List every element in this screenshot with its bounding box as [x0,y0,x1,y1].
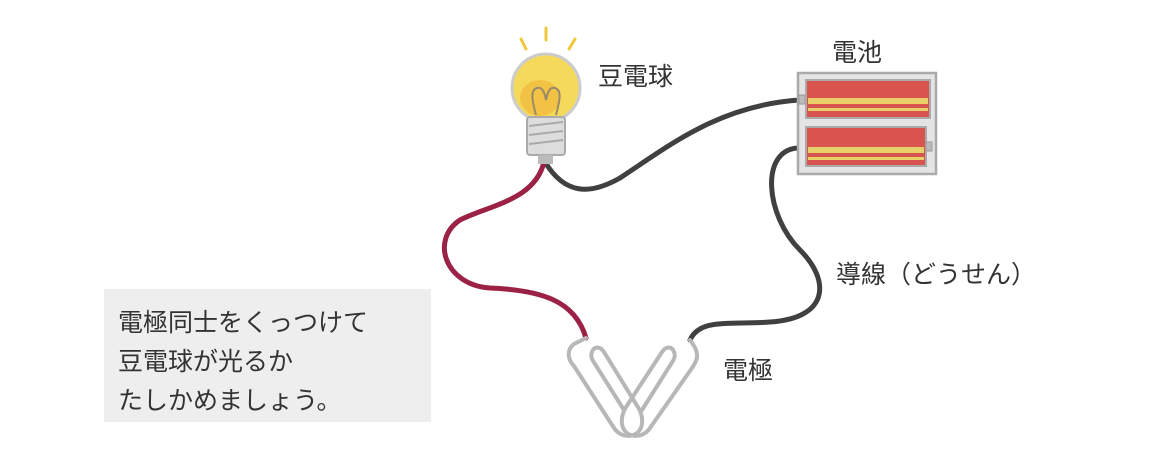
wire-bulb-to-battery-top [542,97,803,192]
note-line-3: たしかめましょう。 [118,386,342,415]
wire-label: 導線（どうせん） [836,260,1037,289]
instruction-note: 電極同士をくっつけて 豆電球が光るか たしかめましょう。 [104,289,431,422]
light-bulb-icon [510,26,582,164]
battery-pack-icon [796,71,938,176]
note-line-2: 豆電球が光るか [118,347,294,376]
wire-red-bulb-to-electrode [441,159,589,341]
bulb-label: 豆電球 [598,62,674,91]
battery-cell-bottom [805,126,933,167]
paperclip-right [619,338,700,438]
electrode-label: 電極 [723,356,774,385]
wire-battery-to-electrode [687,145,823,343]
paperclip-icon [566,336,700,438]
paperclip-left [566,336,645,438]
battery-label: 電池 [832,38,883,67]
battery-cell-top [805,79,931,119]
note-line-1: 電極同士をくっつけて [118,308,369,337]
